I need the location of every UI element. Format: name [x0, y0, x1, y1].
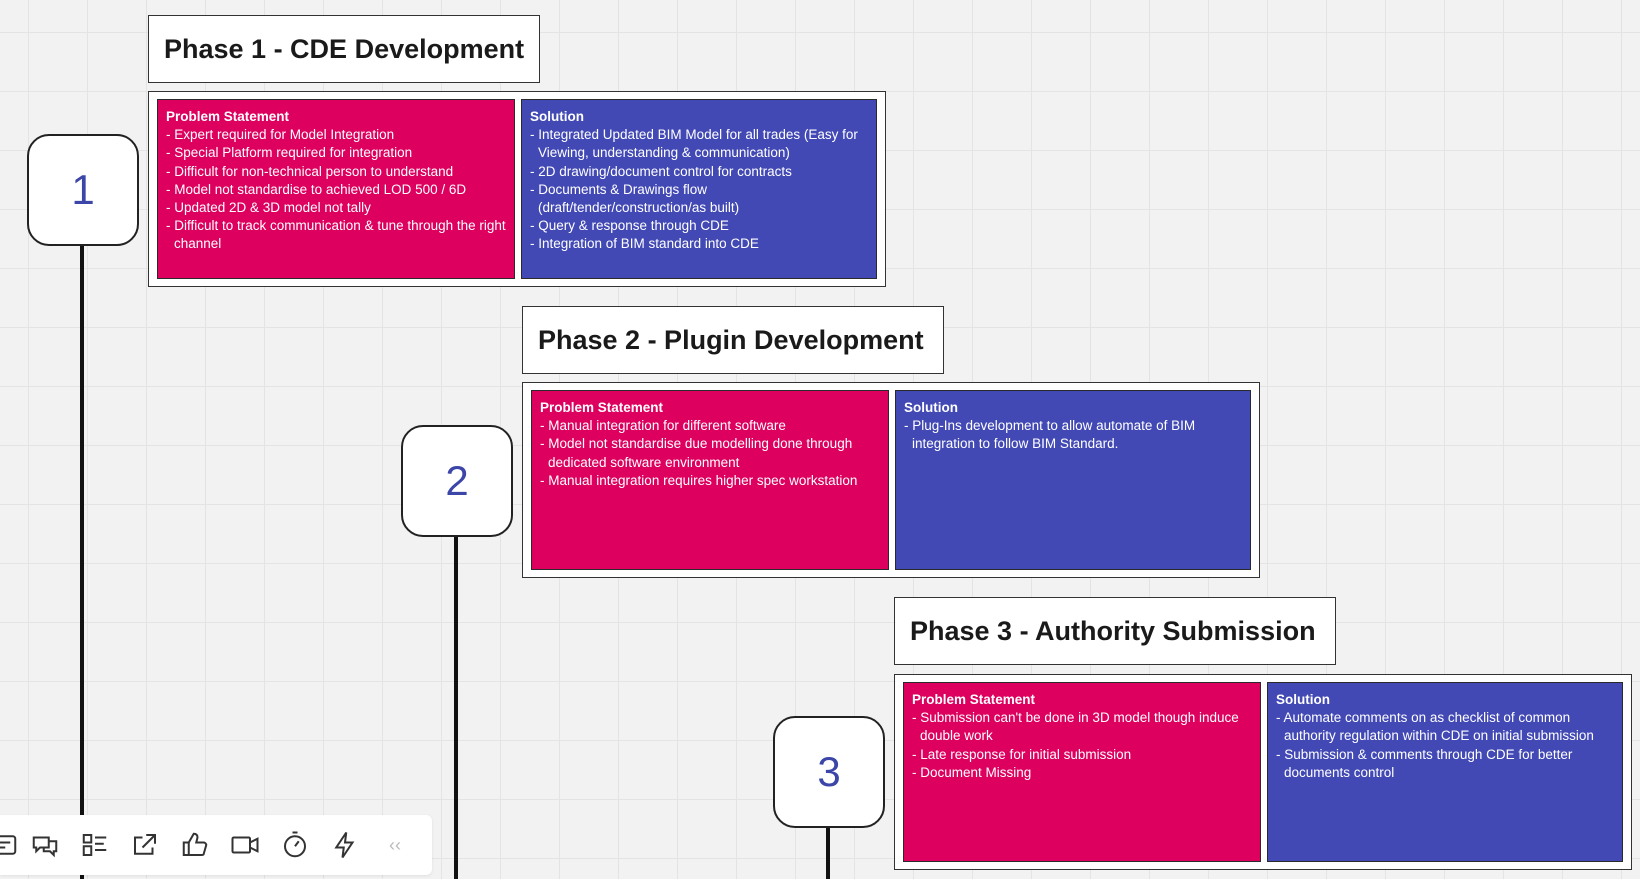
phase-3-solution-panel[interactable]: Solution Automate comments on as checkli… — [1267, 682, 1623, 862]
list-item: Manual integration requires higher spec … — [540, 472, 880, 490]
solution-heading: Solution — [1276, 692, 1330, 707]
list-item: Expert required for Model Integration — [166, 126, 506, 144]
list-item: 2D drawing/document control for contract… — [530, 163, 868, 181]
lightning-icon[interactable] — [327, 827, 363, 863]
problem-heading: Problem Statement — [912, 692, 1036, 707]
problem-list: Submission can't be done in 3D model tho… — [912, 709, 1252, 782]
list-item: Documents & Drawings flow (draft/tender/… — [530, 181, 868, 217]
phase-1-title[interactable]: Phase 1 - CDE Development — [148, 15, 540, 83]
phase-2-title[interactable]: Phase 2 - Plugin Development — [522, 306, 944, 374]
thumbs-up-icon[interactable] — [177, 827, 213, 863]
problem-heading: Problem Statement — [166, 109, 290, 124]
card-icon[interactable] — [0, 827, 22, 863]
phase-1-card[interactable]: Problem Statement Expert required for Mo… — [148, 91, 886, 287]
list-item: Integrated Updated BIM Model for all tra… — [530, 126, 868, 162]
list-item: Submission & comments through CDE for be… — [1276, 746, 1614, 782]
phase-1-problem-panel[interactable]: Problem Statement Expert required for Mo… — [157, 99, 515, 279]
list-item: Submission can't be done in 3D model tho… — [912, 709, 1252, 745]
phase-3-title[interactable]: Phase 3 - Authority Submission — [894, 597, 1336, 665]
phase-2-problem-panel[interactable]: Problem Statement Manual integration for… — [531, 390, 889, 570]
list-item: Integration of BIM standard into CDE — [530, 235, 868, 253]
list-item: Document Missing — [912, 764, 1252, 782]
list-item: Automate comments on as checklist of com… — [1276, 709, 1614, 745]
video-icon[interactable] — [227, 827, 263, 863]
kanban-icon[interactable] — [77, 827, 113, 863]
solution-heading: Solution — [904, 400, 958, 415]
list-item: Query & response through CDE — [530, 217, 868, 235]
solution-list: Automate comments on as checklist of com… — [1276, 709, 1614, 782]
phase-1-solution-panel[interactable]: Solution Integrated Updated BIM Model fo… — [521, 99, 877, 279]
bottom-toolbar: ‹‹ — [0, 815, 432, 875]
list-item: Late response for initial submission — [912, 746, 1252, 764]
timeline-line-1 — [80, 244, 84, 879]
phase-3-number-badge[interactable]: 3 — [773, 716, 885, 828]
list-item: Model not standardise due modelling done… — [540, 435, 880, 471]
solution-list: Integrated Updated BIM Model for all tra… — [530, 126, 868, 253]
list-item: Updated 2D & 3D model not tally — [166, 199, 506, 217]
phase-1-number-badge[interactable]: 1 — [27, 134, 139, 246]
list-item: Model not standardise to achieved LOD 50… — [166, 181, 506, 199]
solution-heading: Solution — [530, 109, 584, 124]
problem-heading: Problem Statement — [540, 400, 664, 415]
share-icon[interactable] — [127, 827, 163, 863]
phase-2-card[interactable]: Problem Statement Manual integration for… — [522, 382, 1260, 578]
phase-3-problem-panel[interactable]: Problem Statement Submission can't be do… — [903, 682, 1261, 862]
problem-list: Expert required for Model Integration Sp… — [166, 126, 506, 253]
list-item: Manual integration for different softwar… — [540, 417, 880, 435]
list-item: Difficult to track communication & tune … — [166, 217, 506, 253]
solution-list: Plug-Ins development to allow automate o… — [904, 417, 1242, 453]
list-item: Plug-Ins development to allow automate o… — [904, 417, 1242, 453]
comment-icon[interactable] — [27, 827, 63, 863]
list-item: Difficult for non-technical person to un… — [166, 163, 506, 181]
timeline-line-2 — [454, 535, 458, 879]
collapse-chevron-icon[interactable]: ‹‹ — [389, 834, 401, 855]
phase-2-number-badge[interactable]: 2 — [401, 425, 513, 537]
phase-3-card[interactable]: Problem Statement Submission can't be do… — [894, 674, 1632, 870]
problem-list: Manual integration for different softwar… — [540, 417, 880, 490]
list-item: Special Platform required for integratio… — [166, 144, 506, 162]
timer-icon[interactable] — [277, 827, 313, 863]
timeline-line-3 — [826, 826, 830, 879]
phase-2-solution-panel[interactable]: Solution Plug-Ins development to allow a… — [895, 390, 1251, 570]
